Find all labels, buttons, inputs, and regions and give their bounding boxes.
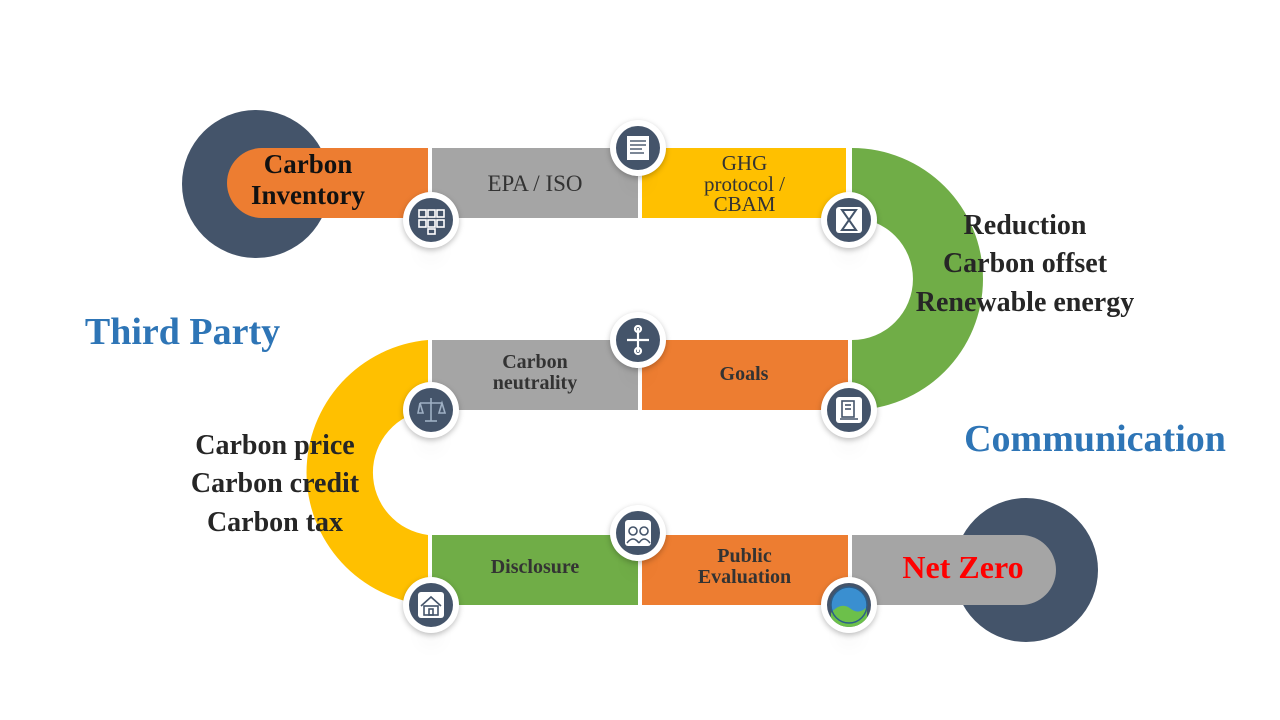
label-carbon-inventory-line1: Carbon (263, 149, 353, 179)
badge-scales (403, 382, 459, 438)
step-bar-carbon-neutrality (432, 340, 638, 410)
pricing-turn (306, 340, 428, 605)
document-icon (616, 126, 660, 170)
label-ghg-line1: GHG (721, 151, 768, 175)
reduction-item-reduction: Reduction (963, 210, 1087, 241)
badge-tools (610, 312, 666, 368)
reduction-turn (852, 148, 983, 410)
hourglass-icon (827, 198, 871, 242)
label-ghg-line3: CBAM (713, 192, 776, 217)
step-bar-net-zero (852, 535, 1056, 605)
badge-house (403, 577, 459, 633)
reduction-item-carbon-offset: Carbon offset (942, 248, 1108, 280)
badge-document (610, 120, 666, 176)
label-carbon-inventory: Carbon Inventory (238, 150, 378, 210)
step-bar-carbon-inventory (227, 148, 428, 218)
step-bar-ghg (642, 148, 846, 218)
label-ghg-line2: protocol / (703, 171, 786, 196)
step-bar-epa-iso (432, 148, 638, 218)
tools-icon (616, 318, 660, 362)
badge-hourglass (821, 192, 877, 248)
grid-icon (409, 198, 453, 242)
label-goals: Goals (719, 363, 769, 385)
step-bar-disclosure (432, 535, 638, 605)
pricing-list: Carbon price Carbon credit Carbon tax (150, 427, 400, 542)
label-disclosure: Disclosure (490, 556, 580, 578)
scales-icon (409, 388, 453, 432)
faces-icon (616, 511, 660, 555)
label-public-evaluation: Public Evaluation (672, 546, 817, 588)
label-carbon-neutrality-line1: Carbon (502, 351, 568, 373)
label-public-evaluation-line1: Public (717, 545, 772, 567)
badge-earth (821, 577, 877, 633)
pricing-item-carbon-price: Carbon price (195, 430, 355, 461)
label-carbon-neutrality-line2: neutrality (492, 372, 578, 394)
label-net-zero: Net Zero (902, 549, 1024, 585)
reduction-item-renewable-energy: Renewable energy (915, 286, 1135, 318)
label-carbon-inventory-line2: Inventory (251, 180, 365, 211)
label-third-party: Third Party (84, 311, 281, 353)
badge-document-stack (821, 382, 877, 438)
document-stack-icon (827, 388, 871, 432)
label-epa-iso: EPA / ISO (487, 171, 583, 196)
label-ghg: GHG protocol / CBAM (672, 153, 817, 215)
pricing-item-carbon-credit: Carbon credit (190, 468, 360, 500)
house-icon (409, 583, 453, 627)
label-carbon-neutrality: Carbon neutrality (432, 352, 638, 394)
label-public-evaluation-line2: Evaluation (697, 566, 792, 588)
badge-grid (403, 192, 459, 248)
badge-faces (610, 505, 666, 561)
earth-icon (827, 583, 871, 627)
pricing-item-carbon-tax: Carbon tax (206, 506, 344, 538)
step-bar-goals (642, 340, 848, 410)
reduction-list: Reduction Carbon offset Renewable energy (880, 207, 1170, 322)
step-bar-public-evaluation (642, 535, 848, 605)
label-communication: Communication (964, 418, 1226, 460)
